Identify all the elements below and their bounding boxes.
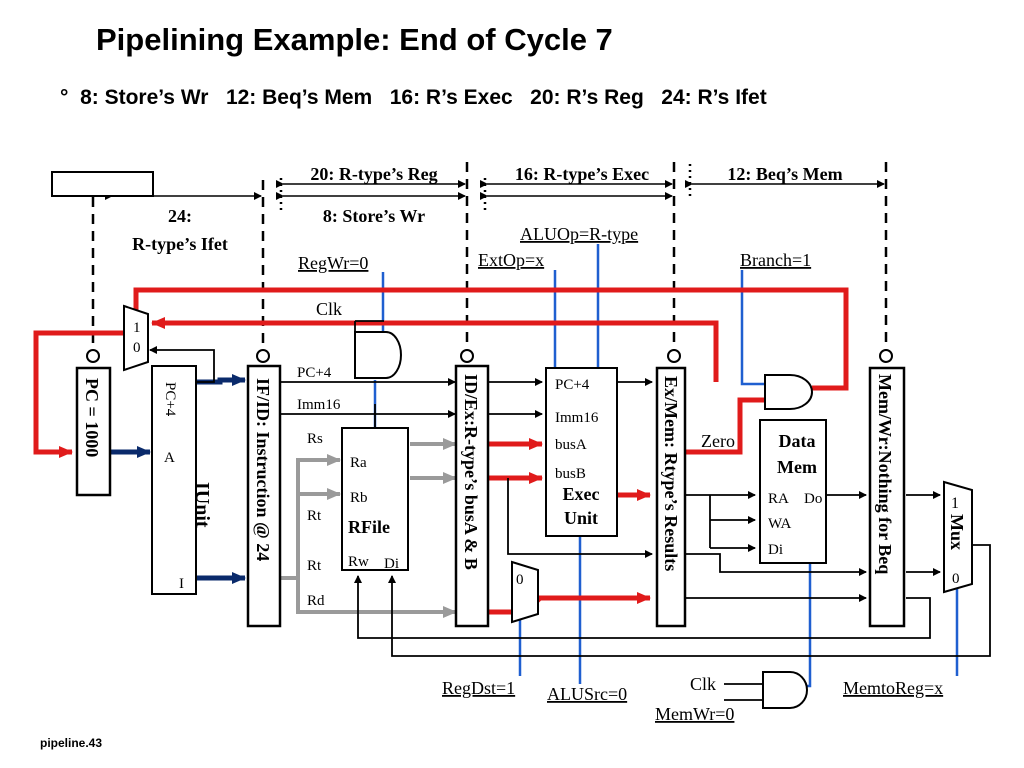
clk-label-top: Clk — [316, 299, 342, 319]
mem-stage-label: 12: Beq’s Mem — [727, 164, 842, 184]
memtoreg-mux-one: 1 — [951, 495, 959, 512]
dmem-wa-port: WA — [768, 516, 791, 532]
imm16-wire-label: Imm16 — [297, 397, 341, 413]
rfile-rw-port: Rw — [348, 554, 369, 570]
pc-value: PC = 1000 — [82, 378, 102, 457]
dmem-do-port: Do — [804, 491, 822, 507]
rt-wire-label-1: Rt — [307, 508, 322, 524]
zero-flag-label: Zero — [701, 431, 735, 451]
rd-wire-label: Rd — [307, 593, 325, 609]
idex-label: ID/Ex:R-type’s busA & B — [461, 374, 481, 570]
pc-mux-one: 1 — [133, 320, 141, 336]
rfile-rb-port: Rb — [350, 490, 368, 506]
register-file — [341, 427, 409, 571]
clock-circles — [86, 349, 893, 363]
iunit-block — [151, 365, 197, 595]
rfile-di-port: Di — [384, 556, 399, 572]
branch-label: Branch=1 — [740, 250, 811, 270]
memwr-and-gate — [762, 671, 808, 709]
wire-labels: Clk PC+4 Imm16 Rs Rt Rt Rd Zero Clk — [297, 299, 735, 694]
pc4-wire-label: PC+4 — [297, 365, 332, 381]
regfield-paths — [280, 438, 457, 618]
memtoreg-mux-zero: 0 — [952, 571, 960, 587]
idex-register — [454, 364, 490, 628]
pc-select-mux — [123, 304, 149, 372]
black-wires — [135, 320, 991, 701]
rt-wire-label-2: Rt — [307, 558, 322, 574]
iunit-a-port: A — [164, 450, 175, 466]
alusrc-label: ALUSrc=0 — [547, 684, 627, 704]
rfile-label: RFile — [348, 517, 390, 537]
wr-stage-label: 8: Store’s Wr — [323, 206, 425, 226]
pc-mux-zero: 0 — [133, 340, 141, 356]
rs-wire-label: Rs — [307, 431, 323, 447]
exec-unit — [545, 367, 618, 537]
exec-imm16-port: Imm16 — [555, 410, 599, 426]
page-title: Pipelining Example: End of Cycle 7 — [96, 22, 613, 57]
exmem-register — [655, 366, 687, 628]
ifid-register — [246, 364, 282, 628]
memwr-label: Mem/Wr:Nothing for Beq — [875, 374, 895, 574]
iunit-i-port: I — [179, 576, 184, 592]
regwr-and-gate — [354, 331, 402, 379]
dmem-label-1: Data — [779, 431, 816, 451]
iunit-pc4-port: PC+4 — [162, 382, 178, 417]
memtoreg-label: MemtoReg=x — [843, 678, 943, 698]
exec-stage-label: 16: R-type’s Exec — [515, 164, 649, 184]
clk-label-bottom: Clk — [690, 674, 716, 694]
extop-label: ExtOp=x — [478, 250, 544, 270]
exmem-label: Ex/Mem: Rtype’s Results — [661, 376, 681, 571]
pc-tab-box — [51, 171, 154, 197]
rfile-ra-port: Ra — [350, 455, 367, 471]
regdst-label: RegDst=1 — [442, 678, 515, 698]
exec-label-2: Unit — [564, 508, 598, 528]
regwr-label: RegWr=0 — [298, 253, 368, 273]
aluop-label: ALUOp=R-type — [520, 224, 638, 244]
regdst-mux — [511, 560, 539, 624]
branch-and-gate — [764, 374, 813, 410]
memwr-register — [868, 366, 906, 628]
slide-footer: pipeline.43 — [40, 736, 103, 750]
exec-pc4-port: PC+4 — [555, 377, 590, 393]
exec-label-1: Exec — [563, 484, 600, 504]
dmem-ra-port: RA — [768, 491, 789, 507]
stage-range-arrows — [105, 180, 885, 200]
memwr-label: MemWr=0 — [655, 704, 734, 724]
data-memory — [759, 419, 827, 564]
iunit-label: IUnit — [191, 482, 213, 528]
dmem-label-2: Mem — [777, 457, 817, 477]
dmem-di-port: Di — [768, 542, 783, 558]
ifid-label: IF/ID: Instruction @ 24 — [253, 378, 273, 561]
ifet-stage-number: 24: — [168, 206, 192, 226]
pc-register — [75, 366, 112, 497]
memtoreg-mux — [943, 480, 973, 594]
page-subtitle: ° 8: Store’s Wr 12: Beq’s Mem 16: R’s Ex… — [60, 86, 767, 109]
control-signals: RegWr=0 ExtOp=x ALUOp=R-type Branch=1 Re… — [298, 224, 943, 724]
regdst-mux-zero: 0 — [516, 572, 524, 588]
reg-stage-label: 20: R-type’s Reg — [310, 164, 437, 184]
exec-busb-port: busB — [555, 466, 586, 482]
mux-label: Mux — [947, 514, 967, 550]
ifet-stage-label: R-type’s Ifet — [132, 234, 228, 254]
exec-busa-port: busA — [555, 437, 587, 453]
